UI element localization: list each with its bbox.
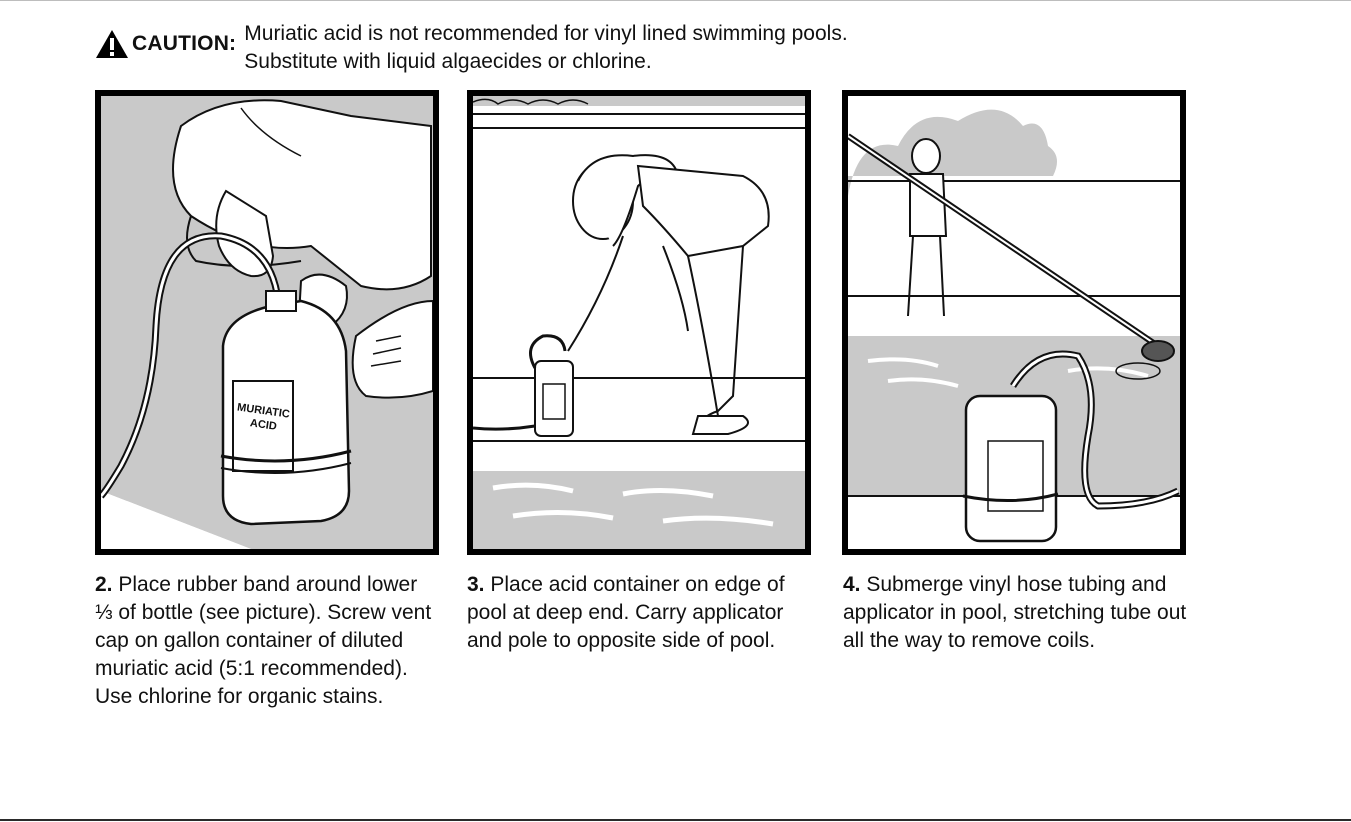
caution-notice: CAUTION: Muriatic acid is not recommende… — [95, 20, 854, 76]
step-3-number: 3. — [467, 573, 485, 596]
illustration-panel-step-2: MURIATIC ACID — [95, 90, 439, 555]
warning-triangle-icon — [96, 30, 128, 58]
step-2-text: Place rubber band around lower ⅓ of bott… — [95, 573, 432, 708]
illustration-placing-container — [473, 96, 805, 549]
step-4-number: 4. — [843, 573, 861, 596]
bottom-rule — [0, 819, 1351, 821]
illustration-panel-step-3 — [467, 90, 811, 555]
caution-label: CAUTION: — [132, 32, 237, 55]
muriatic-acid-label-line2: ACID — [249, 417, 277, 433]
step-2-instructions: 2. Place rubber band around lower ⅓ of b… — [95, 571, 435, 711]
step-3-text: Place acid container on edge of pool at … — [467, 573, 785, 652]
illustration-submerging-hose — [848, 96, 1180, 549]
illustration-filling-bottle: MURIATIC ACID — [101, 96, 433, 549]
illustration-panel-step-4 — [842, 90, 1186, 555]
step-3-instructions: 3. Place acid container on edge of pool … — [467, 571, 812, 655]
caution-tag: CAUTION: — [95, 29, 236, 59]
step-4-text: Submerge vinyl hose tubing and applicato… — [843, 573, 1187, 652]
top-rule — [0, 0, 1351, 1]
step-4-instructions: 4. Submerge vinyl hose tubing and applic… — [843, 571, 1188, 655]
step-2-number: 2. — [95, 573, 113, 596]
caution-text: Muriatic acid is not recommended for vin… — [244, 22, 848, 73]
